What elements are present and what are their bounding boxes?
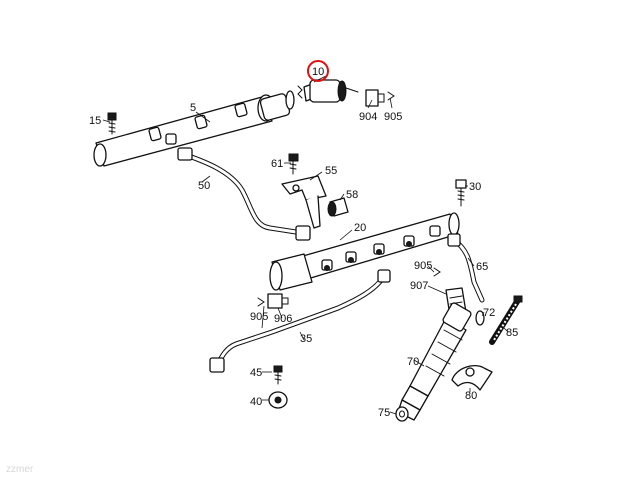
label-70[interactable]: 70 — [407, 356, 419, 368]
bolt-61[interactable] — [288, 153, 299, 175]
connector-906[interactable] — [267, 293, 289, 309]
label-61[interactable]: 61 — [271, 158, 283, 170]
bracket-55[interactable] — [281, 175, 327, 229]
label-30[interactable]: 30 — [469, 181, 481, 193]
washer-75[interactable] — [395, 406, 409, 422]
label-35[interactable]: 35 — [300, 333, 312, 345]
pressure-sensor-10[interactable] — [297, 79, 359, 103]
fuel-line-65[interactable] — [447, 233, 485, 303]
connector-904[interactable] — [365, 89, 385, 107]
label-5[interactable]: 5 — [190, 102, 196, 114]
label-905-top[interactable]: 905 — [384, 111, 402, 123]
clamp-80[interactable] — [451, 365, 493, 391]
label-40[interactable]: 40 — [250, 396, 262, 408]
label-58[interactable]: 58 — [346, 189, 358, 201]
bushing-58[interactable] — [327, 197, 349, 217]
leader-lines — [102, 75, 509, 415]
part-labels: 5 10 15 904 905 61 55 58 50 30 20 905 65… — [89, 66, 518, 419]
label-45[interactable]: 45 — [250, 367, 262, 379]
clip-905-top[interactable] — [387, 91, 395, 101]
fuel-line-35[interactable] — [209, 269, 391, 373]
label-904[interactable]: 904 — [359, 111, 377, 123]
label-20[interactable]: 20 — [354, 222, 366, 234]
label-906[interactable]: 906 — [274, 313, 292, 325]
label-55[interactable]: 55 — [325, 165, 337, 177]
bolt-30[interactable] — [455, 179, 467, 207]
seal-72[interactable] — [475, 310, 485, 326]
label-905-right[interactable]: 905 — [414, 260, 432, 272]
highlight-ring — [307, 60, 329, 82]
grommet-40[interactable] — [268, 391, 288, 409]
bolt-15[interactable] — [107, 112, 117, 135]
label-50[interactable]: 50 — [198, 180, 210, 192]
stud-85[interactable] — [489, 295, 523, 345]
injector-70[interactable] — [397, 302, 472, 421]
clip-905-bottom[interactable] — [257, 297, 265, 307]
label-15[interactable]: 15 — [89, 115, 101, 127]
bolt-45[interactable] — [273, 365, 283, 385]
upper-fuel-rail[interactable] — [93, 90, 295, 167]
label-65[interactable]: 65 — [476, 261, 488, 273]
label-72[interactable]: 72 — [483, 307, 495, 319]
label-75[interactable]: 75 — [378, 407, 390, 419]
fuel-line-50[interactable] — [177, 147, 311, 241]
label-10[interactable]: 10 — [312, 66, 324, 78]
clip-905-right[interactable] — [433, 267, 441, 277]
label-80[interactable]: 80 — [465, 390, 477, 402]
label-85[interactable]: 85 — [506, 327, 518, 339]
label-905-bottom[interactable]: 905 — [250, 311, 268, 323]
watermark: zzmer — [6, 464, 34, 475]
label-907[interactable]: 907 — [410, 280, 428, 292]
